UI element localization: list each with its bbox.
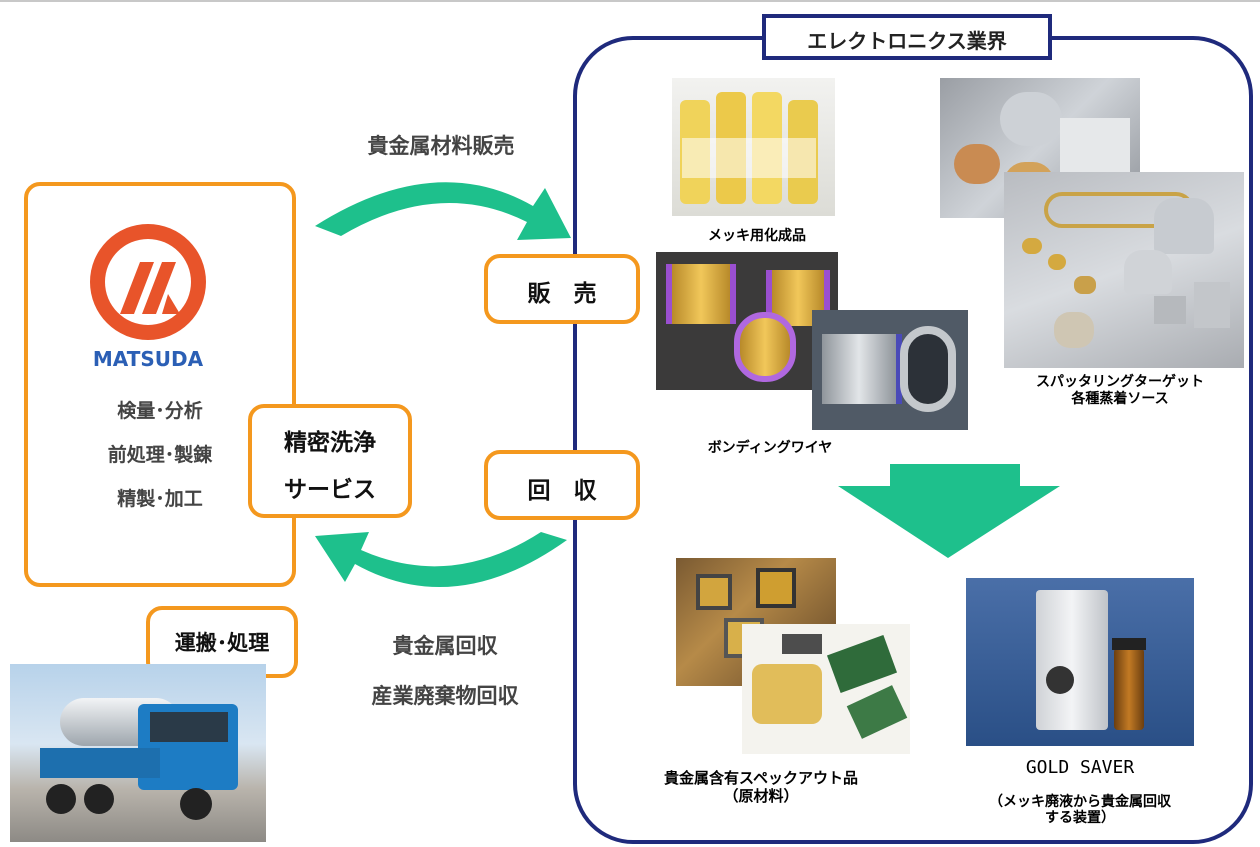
gold-saver-caption: GOLD SAVER — [1025, 757, 1135, 778]
bonding-wire-caption: ボンディングワイヤ — [707, 440, 833, 456]
sputtering-targets-photo — [1004, 172, 1244, 368]
cleaning-service-line-1: 精密洗浄 — [284, 430, 376, 456]
gold-saver-desc-line-1: （メッキ廃液から貴金属回収 — [989, 794, 1171, 810]
collection-badge-label: 回 収 — [527, 478, 597, 504]
service-refining: 前処理･製錬 — [107, 444, 213, 466]
precious-metal-recovery-label: 貴金属回収 — [392, 634, 498, 658]
scrap-caption-line-2: （原材料） — [723, 787, 799, 805]
sales-badge — [484, 254, 640, 324]
industry-title: エレクトロニクス業界 — [807, 29, 1007, 53]
plating-chemicals-caption: メッキ用化成品 — [708, 228, 806, 244]
precious-metal-sales-label: 貴金属材料販売 — [367, 134, 515, 158]
sales-badge-label: 販 売 — [527, 281, 597, 307]
scrap-components-photo — [742, 624, 910, 754]
collection-badge — [484, 450, 640, 520]
bonding-wire-silver-photo — [812, 310, 968, 430]
cleaning-service-line-2: サービス — [284, 477, 376, 503]
sputtering-caption-line-1: スパッタリングターゲット — [1036, 374, 1204, 390]
down-arrow-icon — [838, 464, 1060, 558]
collection-arrow-icon — [315, 532, 567, 588]
transport-label: 運搬･処理 — [174, 631, 270, 655]
cleaning-service-box — [248, 404, 412, 518]
plating-chemicals-photo — [672, 78, 835, 216]
service-processing: 精製･加工 — [117, 488, 203, 510]
service-analysis: 検量･分析 — [117, 400, 203, 422]
tanker-truck-photo — [10, 664, 266, 842]
sales-arrow-icon — [315, 182, 571, 240]
scrap-caption-line-1: 貴金属含有スペックアウト品 — [664, 769, 858, 787]
gold-saver-photo — [966, 578, 1194, 746]
gold-saver-desc-line-2: する装置） — [1045, 810, 1115, 826]
matsuda-logo-text: MATSUDA — [92, 347, 204, 371]
industry-title-box: エレクトロニクス業界 — [762, 14, 1052, 60]
industrial-waste-label: 産業廃棄物回収 — [371, 684, 519, 708]
sputtering-caption-line-2: 各種蒸着ソース — [1071, 391, 1169, 407]
top-border — [0, 0, 1260, 2]
bonding-wire-spools-photo — [656, 252, 838, 390]
matsuda-logo-icon — [90, 224, 206, 340]
